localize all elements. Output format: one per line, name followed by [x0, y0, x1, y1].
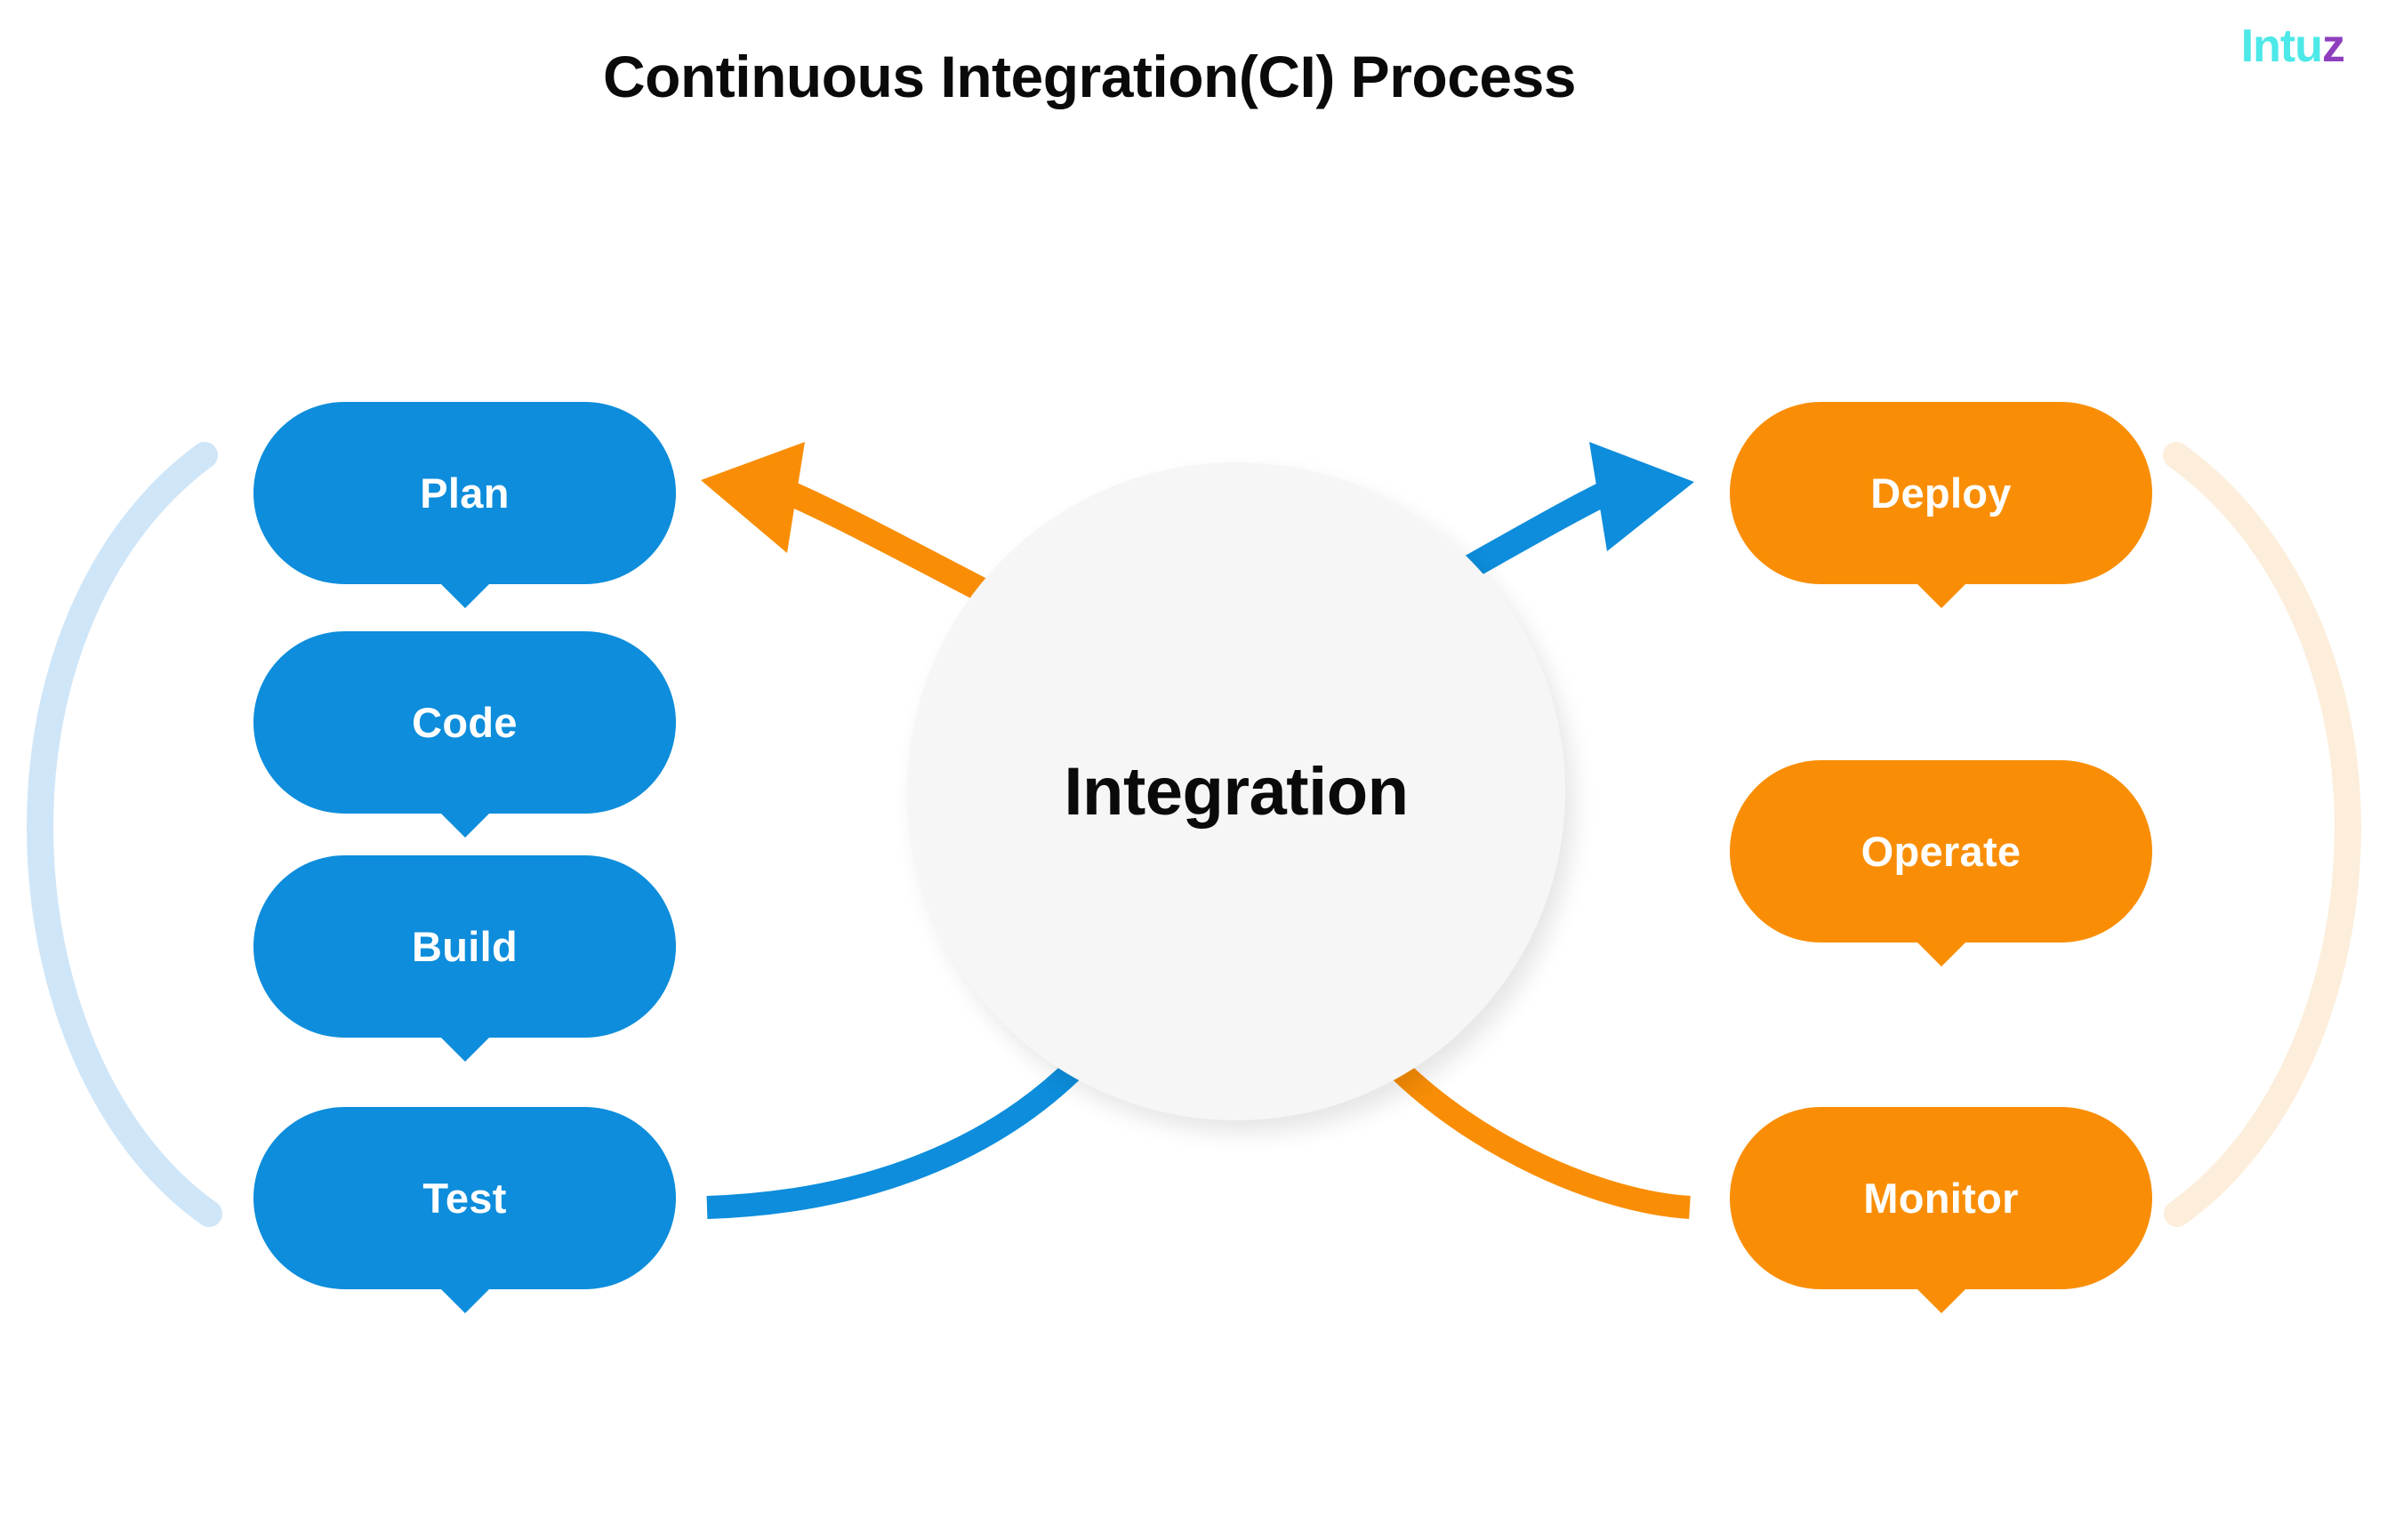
node-test-label: Test	[422, 1175, 507, 1222]
node-plan-label: Plan	[420, 469, 510, 517]
node-code-label: Code	[412, 699, 518, 746]
bracket-right-arc	[2163, 442, 2362, 1227]
integration-label: Integration	[1064, 753, 1409, 830]
curve-test-to-integration	[706, 1056, 1087, 1219]
logo-text-accent: z	[2322, 20, 2345, 72]
node-operate-label: Operate	[1861, 828, 2021, 875]
node-build-label: Build	[412, 923, 518, 970]
node-operate[interactable]: Operate	[1730, 760, 2152, 942]
intuz-logo: Intuz	[2240, 20, 2345, 72]
node-monitor[interactable]: Monitor	[1730, 1107, 2152, 1289]
logo-text-main: Intu	[2240, 20, 2323, 72]
arrow-to-plan-shaft	[764, 472, 1002, 609]
node-plan[interactable]: Plan	[253, 402, 676, 584]
node-deploy-label: Deploy	[1870, 469, 2012, 517]
curve-integration-to-monitor	[1386, 1056, 1691, 1219]
bracket-left-arc	[26, 442, 222, 1227]
node-code[interactable]: Code	[253, 631, 676, 814]
node-test[interactable]: Test	[253, 1107, 676, 1289]
node-deploy[interactable]: Deploy	[1730, 402, 2152, 584]
arrow-to-plan-head	[701, 442, 805, 553]
page-title: Continuous Integration(CI) Process	[602, 44, 1577, 109]
integration-circle: Integration	[907, 462, 1565, 1120]
node-build[interactable]: Build	[253, 855, 676, 1038]
node-monitor-label: Monitor	[1863, 1175, 2019, 1222]
arrow-to-deploy-head	[1589, 442, 1694, 551]
